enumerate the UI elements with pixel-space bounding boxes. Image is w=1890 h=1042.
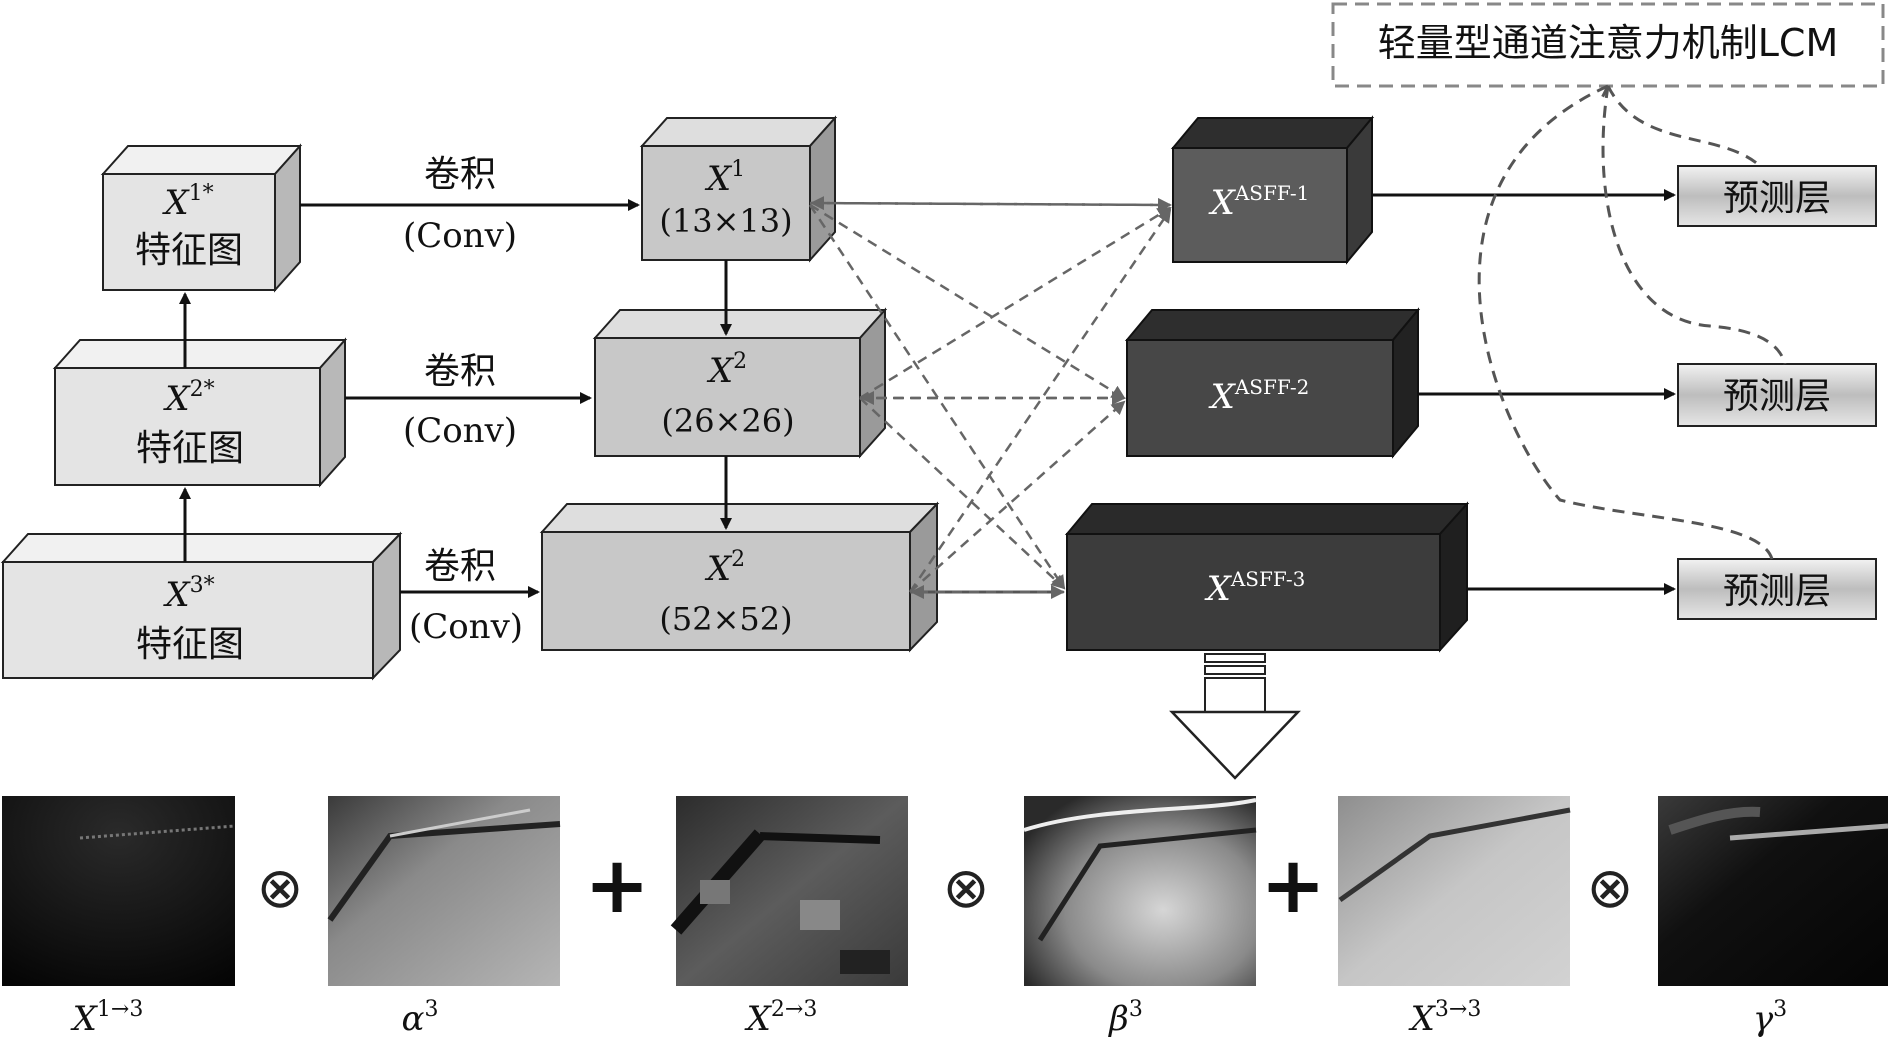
pred-layer-2: 预测层: [1677, 363, 1877, 427]
svg-text:XASFF-2: XASFF-2: [1208, 375, 1310, 417]
svg-text:X3→3: X3→3: [1408, 997, 1482, 1039]
dashed-connections: [808, 196, 1172, 599]
caption-2-sup: 3: [424, 997, 438, 1022]
svg-text:X2*: X2*: [162, 377, 214, 419]
op-5: ⊗: [1587, 856, 1634, 921]
asff-block-1: XASFF-1: [1170, 115, 1375, 265]
mid-block-2: X2 (26×26): [592, 307, 888, 459]
mid-block-3-size: (52×52): [659, 600, 792, 638]
svg-text:X2→3: X2→3: [744, 997, 818, 1039]
asff-block-2-sup: ASFF-2: [1234, 375, 1309, 399]
mid-block-1: X1 (13×13): [639, 115, 838, 263]
left-block-3: X3* 特征图: [0, 531, 403, 681]
lcm-box: 轻量型通道注意力机制LCM: [1331, 2, 1885, 88]
caption-2-base: α: [402, 999, 425, 1039]
asff-block-1-sup: ASFF-1: [1234, 181, 1309, 205]
conv-1-cn: 卷积: [424, 154, 496, 195]
pred-layer-3-label: 预测层: [1723, 571, 1831, 612]
asff-block-3: XASFF-3: [1064, 501, 1470, 653]
left-block-1-sup: 1*: [189, 181, 214, 206]
asff-block-1-base: X: [1208, 183, 1237, 223]
svg-text:X1*: X1*: [161, 181, 213, 223]
caption-6-sup: 3: [1773, 997, 1787, 1022]
mid-block-1-size: (13×13): [659, 202, 792, 240]
mid-block-3-base: X: [704, 549, 733, 589]
img-gamma3: [1658, 796, 1889, 986]
asff-block-2: XASFF-2: [1124, 307, 1421, 459]
caption-5-base: X: [1408, 999, 1437, 1039]
conv-2: 卷积 (Conv): [345, 351, 592, 451]
mid-block-2-size: (26×26): [661, 402, 794, 440]
left-block-2: X2* 特征图: [52, 337, 348, 488]
lcm-label: 轻量型通道注意力机制LCM: [1378, 21, 1839, 65]
svg-text:X1: X1: [704, 157, 745, 199]
mid-block-2-base: X: [706, 351, 735, 391]
mid-block-1-base: X: [704, 159, 733, 199]
left-block-3-sup: 3*: [190, 573, 215, 598]
left-block-2-sup: 2*: [190, 377, 215, 402]
lcm-curves: [1477, 84, 1787, 560]
big-down-arrow: [1169, 653, 1301, 780]
img-beta3: [1023, 796, 1257, 986]
conv-1-en: (Conv): [403, 216, 517, 256]
img-x3to3: [1338, 796, 1571, 986]
left-block-1-base: X: [161, 183, 190, 223]
conv-3-en: (Conv): [409, 607, 523, 647]
mid-block-2-sup: 2: [733, 349, 747, 374]
asff-block-3-sup: ASFF-3: [1230, 567, 1305, 591]
img-x1to3: [2, 796, 236, 986]
left-block-1: X1* 特征图: [100, 143, 303, 293]
img-alpha3: [327, 796, 561, 986]
svg-text:X2: X2: [706, 349, 747, 391]
conv-1: 卷积 (Conv): [300, 154, 640, 256]
asff-block-3-base: X: [1204, 569, 1233, 609]
svg-text:XASFF-1: XASFF-1: [1208, 181, 1310, 223]
conv-3-cn: 卷积: [424, 546, 496, 587]
conv-2-en: (Conv): [403, 411, 517, 451]
caption-4-base: β: [1107, 999, 1129, 1039]
pred-layer-3: 预测层: [1677, 558, 1877, 620]
svg-text:X1→3: X1→3: [70, 997, 144, 1039]
caption-3-base: X: [744, 999, 773, 1039]
conv-3: 卷积 (Conv): [400, 546, 540, 647]
op-3: ⊗: [943, 856, 990, 921]
pred-layer-1-label: 预测层: [1723, 178, 1831, 219]
left-block-1-label: 特征图: [135, 230, 243, 271]
mid-block-3-sup: 2: [731, 547, 745, 572]
caption-3-sup: 2→3: [771, 997, 817, 1022]
asff-block-2-base: X: [1208, 377, 1237, 417]
caption-1-sup: 1→3: [97, 997, 143, 1022]
left-block-3-label: 特征图: [136, 624, 244, 665]
img-x2to3: [670, 796, 908, 986]
mid-block-1-sup: 1: [731, 157, 745, 182]
caption-6-base: γ: [1753, 999, 1774, 1039]
mid-block-3: X2 (52×52): [539, 501, 940, 653]
caption-5-sup: 3→3: [1435, 997, 1481, 1022]
op-4: +: [1260, 841, 1325, 931]
left-block-3-base: X: [162, 575, 191, 615]
left-block-2-base: X: [162, 379, 191, 419]
op-2: +: [584, 841, 649, 931]
svg-text:X3*: X3*: [162, 573, 214, 615]
svg-text:γ3: γ3: [1753, 997, 1787, 1039]
svg-text:X2: X2: [704, 547, 745, 589]
svg-text:XASFF-3: XASFF-3: [1204, 567, 1306, 609]
svg-text:β3: β3: [1107, 997, 1143, 1039]
caption-1-base: X: [70, 999, 99, 1039]
conv-2-cn: 卷积: [424, 351, 496, 392]
bottom-images: [2, 796, 1889, 986]
op-1: ⊗: [257, 856, 304, 921]
caption-4-sup: 3: [1129, 997, 1143, 1022]
svg-text:α3: α3: [402, 997, 439, 1039]
left-block-2-label: 特征图: [136, 428, 244, 469]
pred-layer-2-label: 预测层: [1723, 376, 1831, 417]
pred-layer-1: 预测层: [1677, 165, 1877, 227]
